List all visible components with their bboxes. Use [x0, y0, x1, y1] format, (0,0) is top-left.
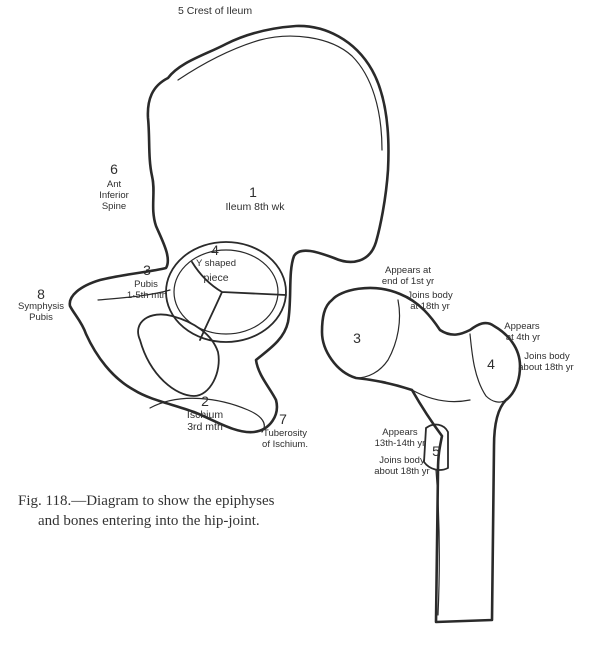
tuberosity-line1: Tuberosity: [252, 429, 318, 439]
head-joins-line2: at 18th yr: [398, 302, 462, 312]
ant-inferior-spine-line3: Spine: [89, 202, 139, 212]
ant-inferior-spine-number: 6: [107, 162, 121, 177]
caption-line2: and bones entering into the hip-joint.: [38, 512, 260, 531]
trochanter-appears-line2: at 4th yr: [496, 333, 550, 343]
ant-inferior-spine-line2: Inferior: [89, 191, 139, 201]
caption-line1: Fig. 118.—Diagram to show the epiphyses: [18, 492, 275, 511]
ileum-number: 1: [246, 185, 260, 200]
ischium-number: 2: [198, 394, 212, 409]
symphysis-line1: Symphysis: [6, 302, 76, 312]
y-piece-number: 4: [208, 243, 222, 258]
trochanter-joins-line1: Joins body: [516, 352, 578, 362]
head-appears-line1: Appears at: [376, 266, 440, 276]
lesser-joins-line2: about 18th yr: [366, 467, 438, 477]
femur-head-number: 3: [350, 331, 364, 346]
lesser-appears-line2: 13th-14th yr: [368, 439, 432, 449]
symphysis-line2: Pubis: [6, 313, 76, 323]
pubis-number: 3: [140, 263, 154, 278]
symphysis-number: 8: [34, 287, 48, 302]
lesser-trochanter-number: 5: [429, 444, 443, 459]
tuberosity-line2: of Ischium.: [252, 440, 318, 450]
ileum-label: Ileum 8th wk: [210, 202, 300, 213]
head-appears-line2: end of 1st yr: [370, 277, 446, 287]
crest-of-ileum-label: 5 Crest of Ileum: [178, 6, 252, 17]
lesser-appears-line1: Appears: [374, 428, 426, 438]
ischium-line1: Ischium: [180, 410, 230, 421]
femur-neck-lines: [412, 390, 470, 615]
y-piece-line2: piece: [186, 273, 246, 284]
trochanter-appears-line1: Appears: [500, 322, 544, 332]
trochanter-joins-line2: about 18th yr: [506, 363, 586, 373]
ischium-line2: 3rd mth: [180, 422, 230, 433]
lesser-joins-line1: Joins body: [374, 456, 430, 466]
pubis-line2: 1·5th mth: [116, 291, 178, 301]
head-joins-line1: Joins body: [398, 291, 462, 301]
ant-inferior-spine-line1: Ant: [89, 180, 139, 190]
tuberosity-number: 7: [276, 412, 290, 427]
greater-trochanter-number: 4: [484, 357, 498, 372]
y-piece-line1: Y shaped: [186, 259, 246, 269]
pubis-line1: Pubis: [124, 280, 168, 290]
